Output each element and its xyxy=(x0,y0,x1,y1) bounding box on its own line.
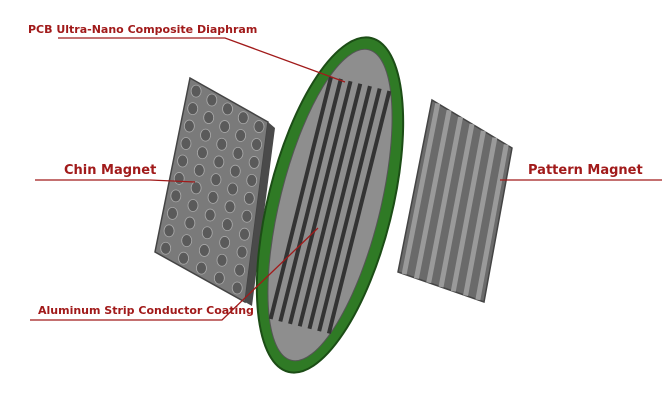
label-chin-magnet: Chin Magnet xyxy=(64,163,156,178)
magnet-dimple xyxy=(196,261,207,275)
magnet-dimple xyxy=(170,189,182,203)
magnet-dimple xyxy=(173,172,185,185)
conductor-strip xyxy=(288,80,353,325)
magnet-dimple xyxy=(198,244,210,257)
conductor-strips xyxy=(268,75,392,335)
conductor-strip xyxy=(278,78,343,322)
magnet-dimple xyxy=(216,137,228,151)
magnet-dimple xyxy=(183,119,195,133)
magnet-dimple xyxy=(193,163,205,177)
magnet-dimple xyxy=(251,138,262,151)
magnet-rib xyxy=(475,144,509,301)
conductor-strip xyxy=(326,90,392,335)
conductor-strip xyxy=(268,75,334,320)
leader-lines xyxy=(30,37,662,321)
magnet-dimple xyxy=(204,208,216,222)
pattern-magnet xyxy=(397,98,513,303)
magnet-dimple xyxy=(207,190,219,204)
magnet-dimple xyxy=(222,102,233,116)
magnet-rib xyxy=(413,109,452,279)
magnet-dimple xyxy=(231,281,243,295)
magnet-dimple xyxy=(187,102,199,115)
magnet-dimple xyxy=(201,226,213,240)
magnet-dimple xyxy=(227,182,239,196)
magnet-dimple xyxy=(163,224,175,238)
magnet-dimple xyxy=(200,128,211,142)
magnet-dimple xyxy=(181,234,193,248)
magnet-rib xyxy=(450,130,486,292)
magnet-dimple xyxy=(243,191,255,205)
magnet-dimple xyxy=(167,206,178,220)
magnet-dimple xyxy=(237,111,249,125)
magnet-dimple xyxy=(180,137,192,150)
magnet-dimple xyxy=(216,253,228,267)
magnet-dimple xyxy=(190,181,202,195)
magnet-dimple xyxy=(213,271,225,285)
magnet-rib xyxy=(426,116,464,284)
magnet-dimple xyxy=(232,146,244,160)
magnet-dimple xyxy=(241,209,253,223)
magnet-rib xyxy=(463,137,498,297)
magnet-dimple xyxy=(235,129,247,142)
magnet-dimple xyxy=(236,245,248,259)
label-conductor: Aluminum Strip Conductor Coating xyxy=(38,304,254,317)
magnet-dimple xyxy=(190,84,202,98)
diaphragm xyxy=(255,36,405,374)
magnet-dimple xyxy=(206,93,218,107)
magnet-rib xyxy=(401,102,441,275)
chin-magnet xyxy=(154,76,275,306)
magnet-dimple xyxy=(219,236,231,249)
magnet-dimple xyxy=(187,199,199,212)
magnet-dimple xyxy=(213,155,225,169)
magnet-dimple xyxy=(219,120,231,133)
conductor-strip xyxy=(307,85,372,330)
conductor-strip xyxy=(317,88,382,332)
magnet-dimple xyxy=(248,156,260,169)
conductor-strip xyxy=(297,83,363,327)
magnet-dimple xyxy=(203,111,215,124)
magnet-dimple xyxy=(234,263,246,277)
magnet-dimple xyxy=(197,146,208,160)
magnet-dimple xyxy=(246,173,258,187)
magnet-dimple xyxy=(184,216,196,230)
magnet-dimple xyxy=(253,120,265,133)
magnet-dimple xyxy=(160,241,172,255)
magnet-dimple xyxy=(239,227,250,241)
label-diaphragm: PCB Ultra-Nano Composite Diaphram xyxy=(28,23,257,36)
magnet-dimple xyxy=(177,154,188,168)
magnet-dimple xyxy=(224,200,236,214)
label-pattern-magnet: Pattern Magnet xyxy=(528,163,643,178)
magnet-rib xyxy=(438,123,475,288)
magnet-dimple xyxy=(178,251,189,265)
magnet-dimple xyxy=(221,218,233,232)
magnet-dimple xyxy=(229,164,241,178)
magnet-dimple xyxy=(210,173,222,187)
